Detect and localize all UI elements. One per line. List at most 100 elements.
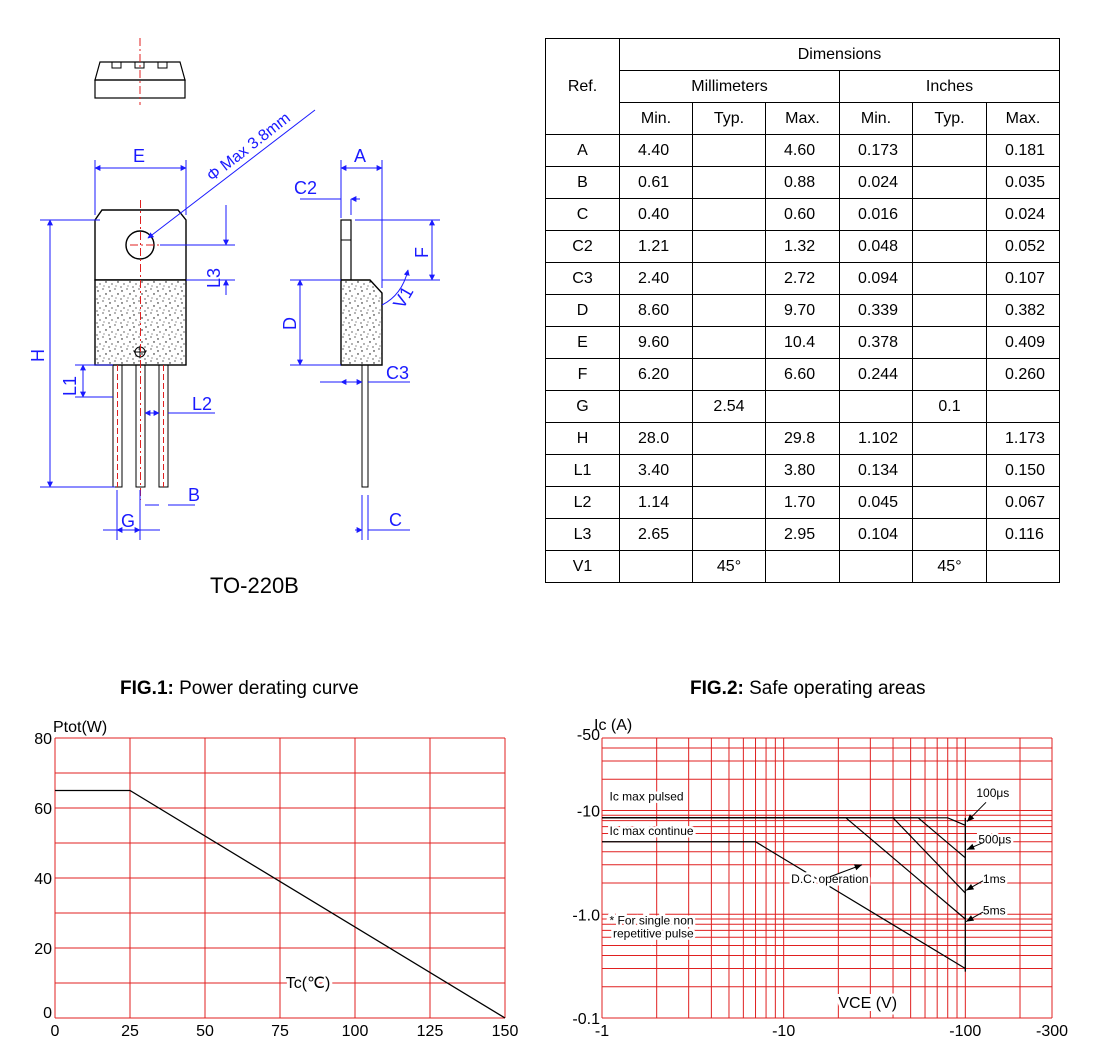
x-axis-label: Tc(℃) xyxy=(286,975,331,992)
row-value: 0.61 xyxy=(619,166,693,199)
label-H: H xyxy=(28,349,48,362)
row-value: 0.409 xyxy=(986,326,1060,359)
annotation-100us: 100μs xyxy=(976,786,1009,800)
row-ref: L2 xyxy=(545,486,620,519)
row-value xyxy=(912,166,987,199)
row-value: 45° xyxy=(692,550,766,583)
dimensions-table: Ref. Dimensions Millimeters Inches Min.T… xyxy=(545,38,1060,583)
label-C3: C3 xyxy=(386,363,409,383)
header-ref: Ref. xyxy=(545,38,620,135)
row-value: 4.60 xyxy=(765,134,840,167)
annotation-pulsed-bg: Ic max pulsed xyxy=(610,789,684,803)
annotation-note2: repetitive pulse xyxy=(613,926,694,940)
row-value: 3.40 xyxy=(619,454,693,487)
row-value: 0.244 xyxy=(839,358,913,391)
annotation-continue: Ic max continue xyxy=(610,824,694,838)
row-value xyxy=(912,198,987,231)
row-value xyxy=(692,518,766,551)
side-dimensions xyxy=(290,160,440,540)
row-value: 0.094 xyxy=(839,262,913,295)
row-value: 1.21 xyxy=(619,230,693,263)
package-caption: TO-220B xyxy=(210,573,299,598)
annotation-100us-bg: 100μs xyxy=(976,786,1009,800)
label-L2: L2 xyxy=(192,394,212,414)
x-tick-label: -1 xyxy=(595,1023,609,1040)
row-value: 0.60 xyxy=(765,198,840,231)
label-G: G xyxy=(121,511,135,531)
row-value: 0.382 xyxy=(986,294,1060,327)
row-value xyxy=(912,486,987,519)
row-value: 0.024 xyxy=(839,166,913,199)
row-value xyxy=(912,262,987,295)
row-value: 0.40 xyxy=(619,198,693,231)
label-A: A xyxy=(354,146,366,166)
header-millimeters: Millimeters xyxy=(619,70,840,103)
row-value: 2.95 xyxy=(765,518,840,551)
x-tick-label: 125 xyxy=(417,1023,444,1040)
annotation-note1: * For single non xyxy=(610,913,694,927)
row-value xyxy=(912,454,987,487)
header-dimensions: Dimensions xyxy=(619,38,1060,71)
row-value: 0.173 xyxy=(839,134,913,167)
label-C2: C2 xyxy=(294,178,317,198)
annotation-500us: 500μs xyxy=(978,833,1011,847)
row-value: 9.70 xyxy=(765,294,840,327)
subheader-0: Min. xyxy=(619,102,693,135)
row-value: 0.016 xyxy=(839,198,913,231)
row-ref: C2 xyxy=(545,230,620,263)
y-tick-label: 0 xyxy=(43,1005,52,1022)
y-tick-label: -50 xyxy=(577,727,600,744)
row-ref: V1 xyxy=(545,550,620,583)
x-tick-label: 25 xyxy=(121,1023,139,1040)
row-value: 10.4 xyxy=(765,326,840,359)
row-value: 8.60 xyxy=(619,294,693,327)
label-B: B xyxy=(188,485,200,505)
row-value xyxy=(986,550,1060,583)
row-value xyxy=(912,422,987,455)
row-value xyxy=(986,390,1060,423)
row-value: 1.14 xyxy=(619,486,693,519)
row-value xyxy=(692,326,766,359)
x-tick-label: -10 xyxy=(772,1023,795,1040)
y-axis-label: Ptot(W) xyxy=(53,719,107,736)
annotation-5ms: 5ms xyxy=(983,903,1006,917)
row-value xyxy=(692,230,766,263)
row-value: 0.150 xyxy=(986,454,1060,487)
label-E: E xyxy=(133,146,145,166)
y-tick-label: -10 xyxy=(577,804,600,821)
annotation-dc: D.C. operation xyxy=(791,872,868,886)
row-value: 0.107 xyxy=(986,262,1060,295)
row-value: 29.8 xyxy=(765,422,840,455)
row-ref: G xyxy=(545,390,620,423)
row-value: 2.40 xyxy=(619,262,693,295)
row-value xyxy=(619,550,693,583)
fig1-title: FIG.1: Power derating curve xyxy=(120,678,359,700)
row-value xyxy=(839,390,913,423)
row-value: 45° xyxy=(912,550,987,583)
row-value: 0.181 xyxy=(986,134,1060,167)
row-value: 1.102 xyxy=(839,422,913,455)
soa-curve xyxy=(602,817,966,826)
row-value: 4.40 xyxy=(619,134,693,167)
annotation-1ms: 1ms xyxy=(983,872,1006,886)
row-ref: C3 xyxy=(545,262,620,295)
x-tick-label: 0 xyxy=(51,1023,60,1040)
row-value: 0.104 xyxy=(839,518,913,551)
y-tick-label: 40 xyxy=(34,871,52,888)
y-axis-label: Ic (A) xyxy=(594,717,632,734)
annotation-arrowhead xyxy=(966,884,975,891)
label-phi: Φ Max 3.8mm xyxy=(204,110,294,185)
row-value: 0.067 xyxy=(986,486,1060,519)
soa-curve xyxy=(602,841,966,970)
row-value: 3.80 xyxy=(765,454,840,487)
row-value xyxy=(912,134,987,167)
row-value: 9.60 xyxy=(619,326,693,359)
annotation-note2-bg: repetitive pulse xyxy=(613,926,694,940)
row-value: 1.70 xyxy=(765,486,840,519)
subheader-2: Max. xyxy=(765,102,840,135)
